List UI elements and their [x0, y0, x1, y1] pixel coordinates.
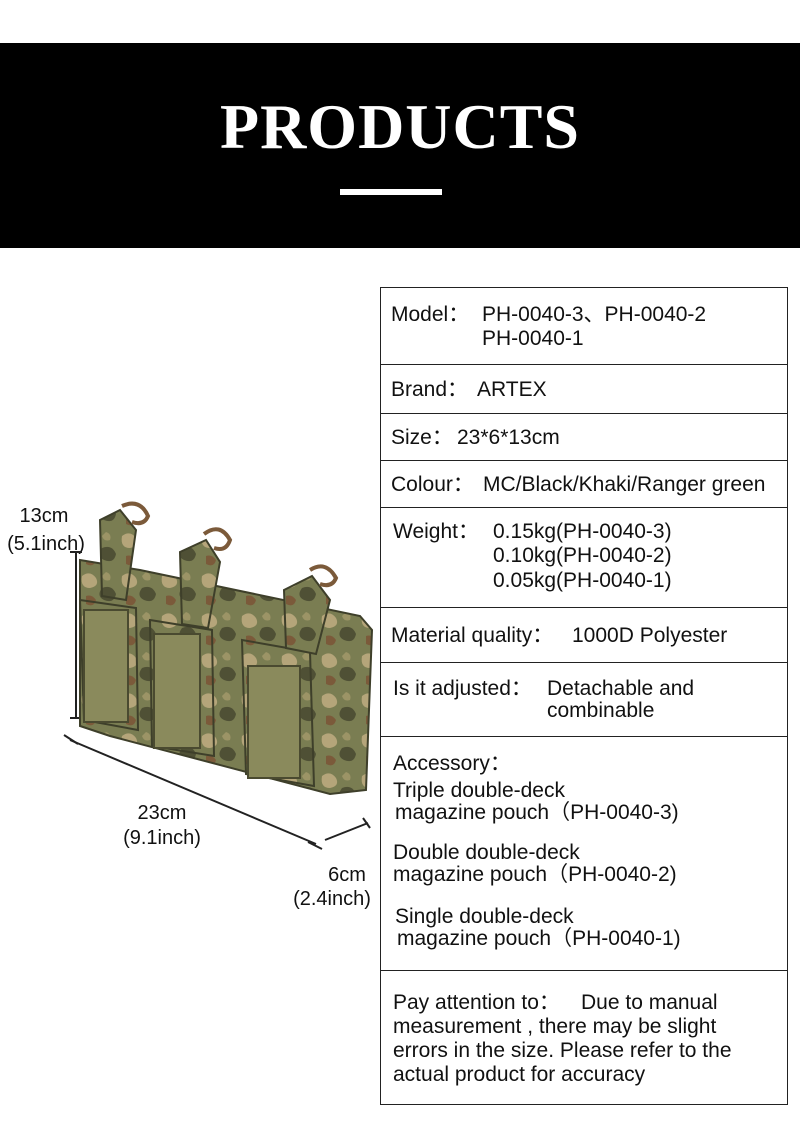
title-underline — [340, 189, 442, 195]
attention-line1: Due to manual — [581, 991, 718, 1014]
length-label: 23cm — [137, 802, 187, 824]
height-label: 13cm — [19, 505, 69, 527]
accessory-item-1-line1: Triple double-deck — [393, 779, 565, 802]
model-label: Model： — [391, 303, 470, 326]
depth-label: 6cm — [328, 864, 366, 886]
attention-line2: measurement , there may be slight — [393, 1015, 717, 1038]
model-value-line1: PH-0040-3、PH-0040-2 — [482, 303, 707, 326]
attention-label: Pay attention to： — [393, 991, 560, 1014]
brand-label: Brand： — [391, 378, 469, 401]
adjusted-value-line2: combinable — [547, 699, 655, 722]
weight-value-line1: 0.15kg(PH-0040-3) — [493, 520, 672, 543]
weight-value-line3: 0.05kg(PH-0040-1) — [493, 569, 672, 592]
accessory-label: Accessory： — [393, 752, 511, 775]
spec-row-model: Model： PH-0040-3、PH-0040-2 PH-0040-1 — [381, 288, 787, 364]
material-value: 1000D Polyester — [572, 624, 728, 647]
adjusted-label: Is it adjusted： — [393, 677, 532, 700]
colour-value: MC/Black/Khaki/Ranger green — [483, 473, 766, 496]
spec-row-adjusted: Is it adjusted： Detachable and combinabl… — [381, 662, 787, 736]
spec-row-accessory: Accessory： Triple double-deck magazine p… — [381, 736, 787, 970]
material-label: Material quality： — [391, 624, 554, 647]
spec-row-brand: Brand： ARTEX — [381, 364, 787, 413]
accessory-item-2-line2: magazine pouch（PH-0040-2) — [393, 863, 677, 886]
accessory-item-1-line2: magazine pouch（PH-0040-3) — [395, 801, 679, 824]
size-label: Size： — [391, 426, 453, 449]
size-value: 23*6*13cm — [457, 426, 560, 449]
accessory-item-3-line1: Single double-deck — [395, 905, 574, 928]
adjusted-value-line1: Detachable and — [547, 677, 695, 700]
spec-row-weight: Weight： 0.15kg(PH-0040-3) 0.10kg(PH-0040… — [381, 507, 787, 607]
page-title: PRODUCTS — [219, 91, 581, 162]
brand-value: ARTEX — [477, 378, 547, 401]
model-value-line2: PH-0040-1 — [482, 327, 584, 350]
height-inch-label: (5.1inch) — [7, 533, 85, 555]
length-inch-label: (9.1inch) — [123, 827, 201, 849]
weight-value-line2: 0.10kg(PH-0040-2) — [493, 544, 672, 567]
colour-label: Colour： — [391, 473, 474, 496]
spec-table: Model： PH-0040-3、PH-0040-2 PH-0040-1 Bra… — [380, 287, 788, 1105]
spec-row-size: Size： 23*6*13cm — [381, 413, 787, 460]
spec-row-material: Material quality： 1000D Polyester — [381, 607, 787, 662]
magazine-pouch-image — [63, 501, 374, 850]
attention-line4: actual product for accuracy — [393, 1063, 646, 1086]
accessory-item-3-line2: magazine pouch（PH-0040-1) — [397, 927, 681, 950]
accessory-item-2-line1: Double double-deck — [393, 841, 580, 864]
spec-row-attention: Pay attention to： Due to manual measurem… — [381, 970, 787, 1106]
attention-line3: errors in the size. Please refer to the — [393, 1039, 732, 1062]
weight-label: Weight： — [393, 520, 479, 543]
depth-inch-label: (2.4inch) — [293, 888, 371, 910]
spec-row-colour: Colour： MC/Black/Khaki/Ranger green — [381, 460, 787, 507]
header-banner — [0, 43, 800, 248]
